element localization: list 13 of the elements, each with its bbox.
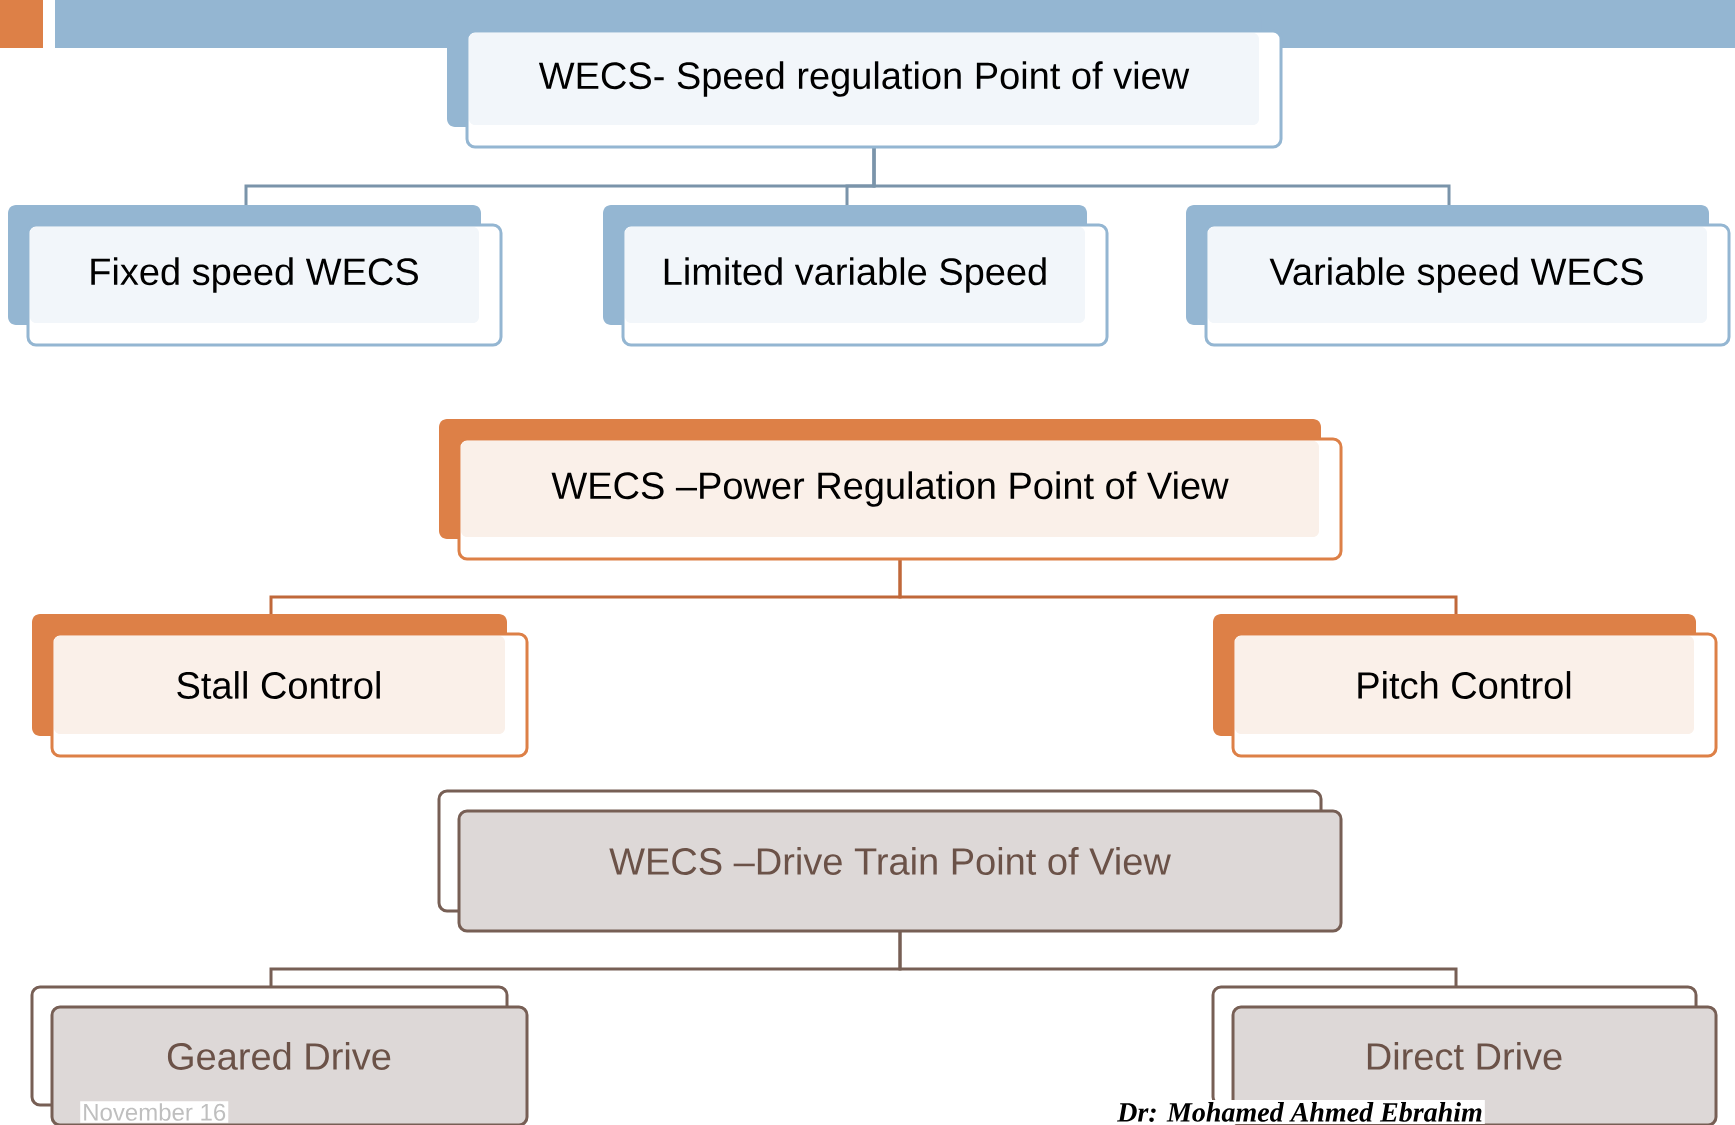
connector: [898, 559, 1458, 616]
author-footer: Dr: Mohamed Ahmed Ebrahim: [1115, 1100, 1485, 1124]
box: Pitch Control: [1213, 614, 1718, 758]
box: WECS –Drive Train Point of View: [437, 789, 1343, 933]
date-footer: November 16: [80, 1101, 229, 1123]
box: Fixed speed WECS: [8, 205, 503, 347]
box: Variable speed WECS: [1186, 205, 1731, 347]
box: WECS –Power Regulation Point of View: [439, 419, 1343, 561]
box: Stall Control: [32, 614, 529, 758]
connector: [872, 147, 1451, 207]
box: WECS- Speed regulation Point of view: [447, 11, 1283, 149]
connector: [898, 931, 1458, 989]
box: Limited variable Speed: [603, 205, 1109, 347]
